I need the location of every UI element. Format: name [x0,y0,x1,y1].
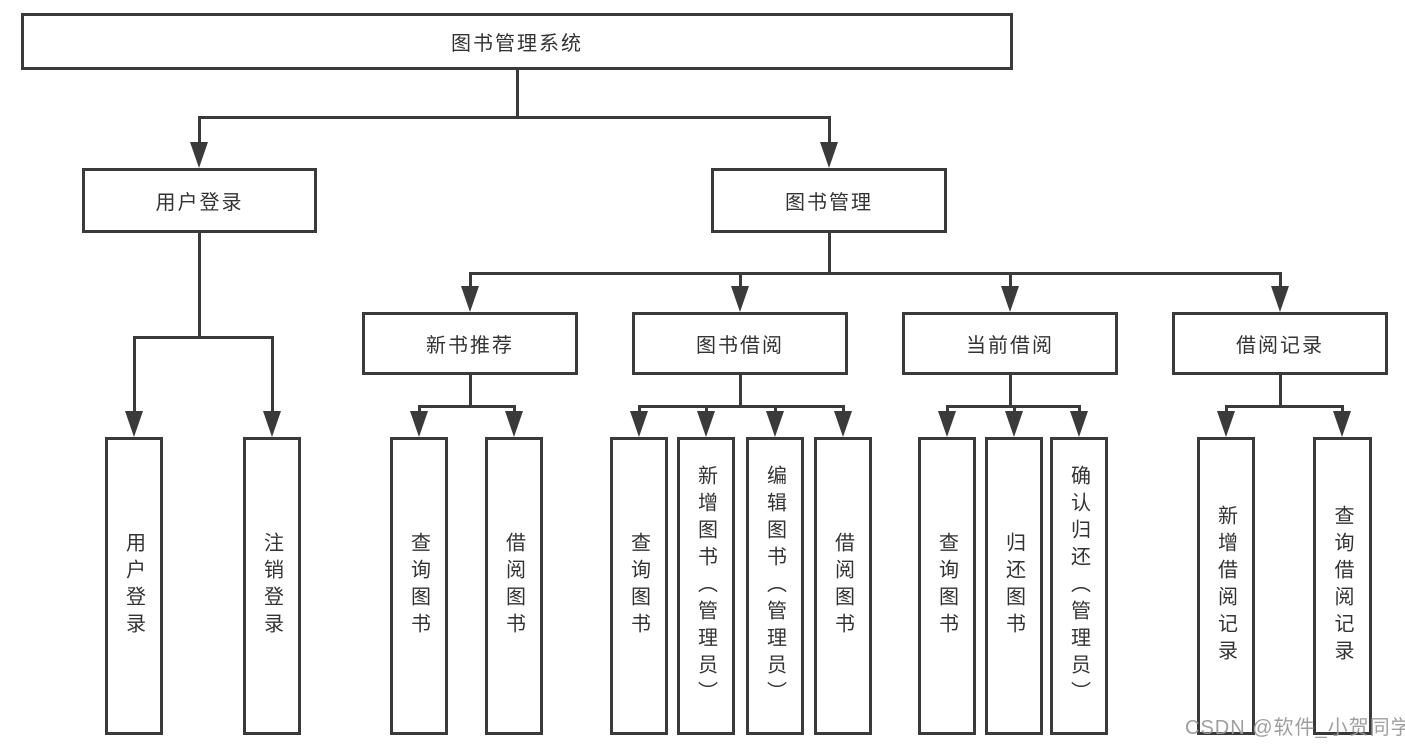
leaf-query-books-current: 查询图书 [918,437,976,735]
connector-line [469,375,472,408]
node-book-borrow: 图书借阅 [632,312,848,375]
connector-line [638,405,641,415]
connector-line [1009,375,1012,408]
connector-line [513,405,516,415]
leaf-query-books-borrow: 查询图书 [610,437,668,735]
connector-line [1279,275,1282,289]
connector-line [828,233,831,275]
connector-line [638,405,845,408]
connector-line [198,119,201,148]
leaf-logout: 注销登录 [243,437,301,735]
connector-line [271,339,274,414]
node-borrow-records: 借阅记录 [1172,312,1388,375]
leaf-query-borrow-record: 查询借阅记录 [1313,437,1372,735]
arrowhead-down-icon [1271,286,1289,312]
leaf-user-login: 用户登录 [105,437,163,735]
arrowhead-down-icon [630,411,648,437]
leaf-query-books-recommend: 查询图书 [390,437,448,735]
connector-line [774,405,777,415]
arrowhead-down-icon [1333,411,1351,437]
arrowhead-down-icon [190,142,208,168]
node-current-borrow: 当前借阅 [902,312,1118,375]
leaf-confirm-return-admin: 确认归还（管理员） [1050,437,1108,735]
arrowhead-down-icon [505,411,523,437]
csdn-watermark: CSDN @软件_小贺同学 [1185,717,1405,739]
arrowhead-down-icon [697,411,715,437]
leaf-borrow-books: 借阅图书 [814,437,872,735]
connector-line [198,116,831,119]
arrowhead-down-icon [461,286,479,312]
arrowhead-down-icon [1070,411,1088,437]
connector-line [739,275,742,289]
leaf-add-book-admin: 新增图书（管理员） [677,437,735,735]
arrowhead-down-icon [731,286,749,312]
connector-line [739,375,742,408]
node-new-book-recommend: 新书推荐 [362,312,578,375]
arrowhead-down-icon [125,411,143,437]
connector-line [1009,275,1012,289]
arrowhead-down-icon [410,411,428,437]
arrowhead-down-icon [1005,411,1023,437]
connector-line [198,233,201,339]
connector-line [133,339,136,414]
connector-line [1078,405,1081,415]
connector-line [705,405,708,415]
connector-line [516,70,519,119]
connector-line [418,405,421,415]
arrowhead-down-icon [263,411,281,437]
connector-line [1341,405,1344,415]
connector-line [1013,405,1016,415]
connector-line [469,275,472,289]
connector-line [1225,405,1344,408]
arrowhead-down-icon [1001,286,1019,312]
node-user-login: 用户登录 [82,168,317,233]
leaf-add-borrow-record: 新增借阅记录 [1197,437,1255,735]
connector-line [469,272,1282,275]
connector-line [946,405,949,415]
arrowhead-down-icon [938,411,956,437]
node-book-management: 图书管理 [711,168,947,233]
arrowhead-down-icon [820,142,838,168]
connector-line [828,119,831,148]
arrowhead-down-icon [834,411,852,437]
leaf-return-book: 归还图书 [985,437,1043,735]
connector-line [1225,405,1228,415]
leaf-borrow-books-recommend: 借阅图书 [485,437,543,735]
leaf-edit-book-admin: 编辑图书（管理员） [746,437,804,735]
connector-line [133,336,274,339]
node-root: 图书管理系统 [21,13,1013,70]
connector-line [1279,375,1282,408]
arrowhead-down-icon [1217,411,1235,437]
connector-line [842,405,845,415]
connector-line [418,405,516,408]
arrowhead-down-icon [766,411,784,437]
